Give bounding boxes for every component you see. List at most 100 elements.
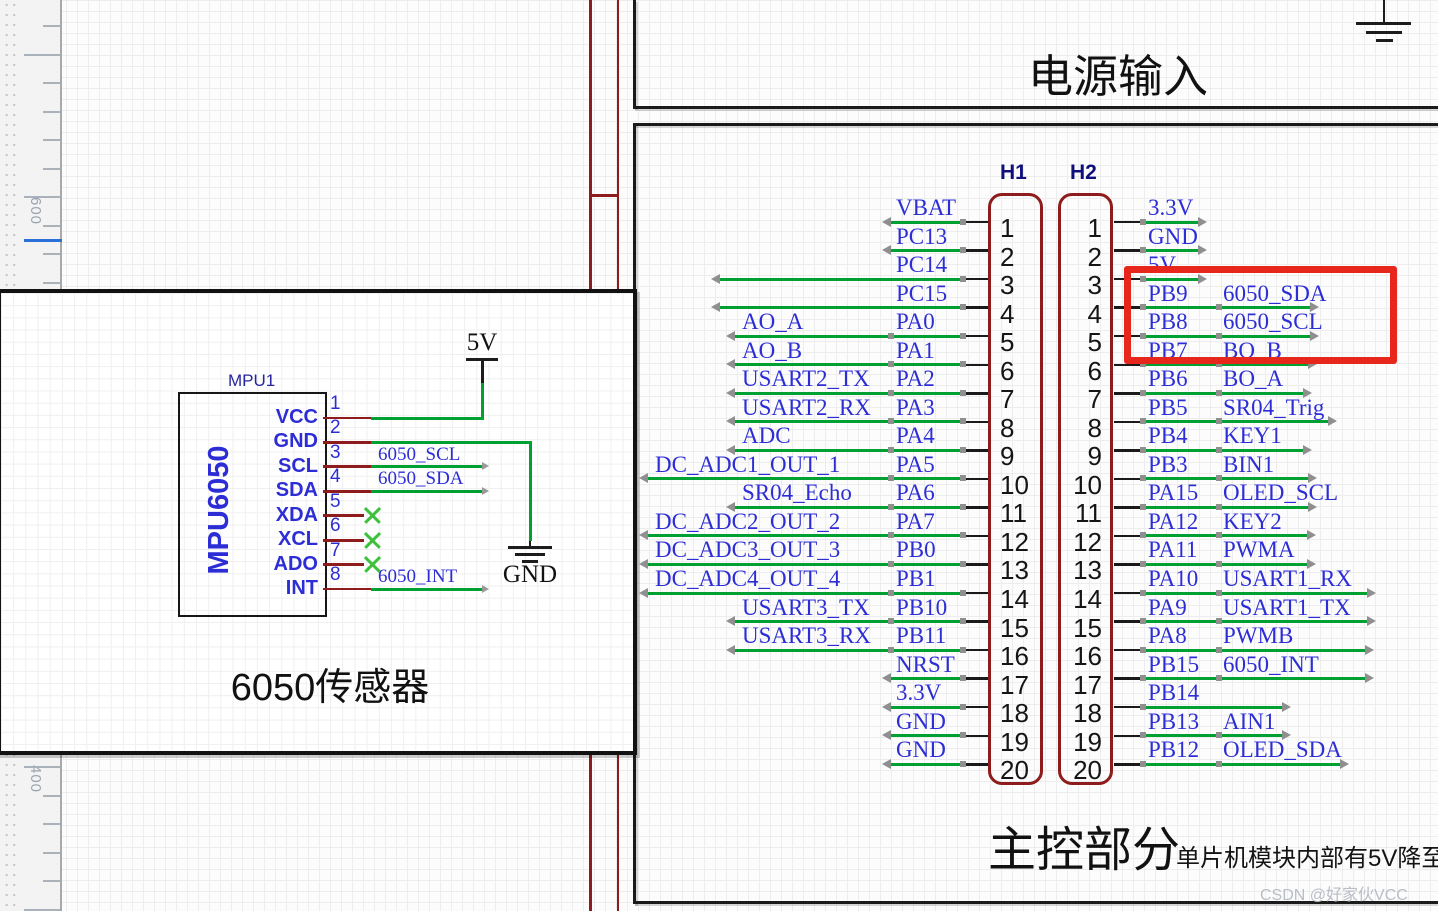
net-wire[interactable] (730, 334, 963, 338)
net-wire[interactable] (371, 587, 485, 591)
net-wire[interactable] (730, 505, 963, 509)
net-label[interactable]: DC_ADC4_OUT_4 (655, 566, 841, 592)
net-label[interactable]: PA6 (896, 480, 935, 506)
net-wire[interactable] (1143, 677, 1370, 681)
net-label[interactable]: PA10 (1148, 566, 1199, 592)
net-wire[interactable] (371, 489, 485, 493)
net-wire[interactable] (730, 391, 963, 395)
net-wire[interactable] (886, 734, 963, 738)
net-wire[interactable] (643, 534, 963, 538)
net-wire[interactable] (1143, 306, 1315, 310)
net-label[interactable]: OLED_SCL (1223, 480, 1338, 506)
net-label[interactable]: PC13 (896, 223, 948, 249)
net-label[interactable]: PWMB (1223, 623, 1294, 649)
net-label[interactable]: GND (896, 708, 946, 734)
net-wire[interactable] (643, 477, 963, 481)
net-label[interactable]: USART2_RX (742, 394, 871, 420)
net-label[interactable]: BO_A (1223, 366, 1284, 392)
net-label[interactable]: PA1 (896, 337, 935, 363)
net-label[interactable]: SR04_Echo (742, 480, 852, 506)
net-wire[interactable] (1143, 249, 1203, 253)
net-label[interactable]: SR04_Trig (1223, 394, 1325, 420)
net-wire[interactable] (1143, 477, 1313, 481)
net-label[interactable]: 6050_INT (378, 566, 458, 587)
net-label[interactable]: PB11 (896, 623, 947, 649)
net-label[interactable]: 6050_SDA (378, 468, 464, 490)
net-wire[interactable] (528, 441, 532, 541)
net-label[interactable]: PA0 (896, 309, 935, 335)
net-wire[interactable] (371, 465, 485, 469)
net-label[interactable]: OLED_SDA (1223, 737, 1342, 763)
net-wire[interactable] (730, 648, 963, 652)
net-wire[interactable] (480, 383, 484, 420)
net-label[interactable]: 6050_SCL (378, 443, 461, 465)
net-label[interactable]: PB6 (1148, 366, 1188, 392)
net-label[interactable]: PA5 (896, 451, 935, 477)
net-label[interactable]: 6050_SDA (1223, 280, 1327, 306)
net-wire[interactable] (1143, 334, 1315, 338)
net-label[interactable]: DC_ADC1_OUT_1 (655, 451, 841, 477)
net-label[interactable]: USART3_TX (742, 594, 870, 620)
net-label[interactable]: USART3_RX (742, 623, 871, 649)
net-wire[interactable] (1143, 534, 1312, 538)
net-wire[interactable] (886, 249, 963, 253)
net-label[interactable]: BIN1 (1223, 451, 1275, 477)
net-label[interactable]: 6050_INT (1223, 651, 1319, 677)
net-label[interactable]: PA8 (1148, 623, 1187, 649)
net-label[interactable]: PB4 (1148, 423, 1188, 449)
net-label[interactable]: USART1_TX (1223, 594, 1351, 620)
net-label[interactable]: PA4 (896, 423, 935, 449)
connector-body-h2[interactable] (1058, 193, 1113, 785)
net-label[interactable]: ADC (742, 423, 791, 449)
net-label[interactable]: USART2_TX (742, 366, 870, 392)
net-label[interactable]: AIN1 (1223, 708, 1276, 734)
net-wire[interactable] (643, 562, 963, 566)
net-label[interactable]: DC_ADC2_OUT_2 (655, 508, 841, 534)
net-label[interactable]: PC14 (896, 252, 948, 278)
net-wire[interactable] (1143, 705, 1287, 709)
net-wire[interactable] (643, 591, 963, 595)
net-wire[interactable] (1143, 448, 1308, 452)
net-wire[interactable] (886, 705, 963, 709)
net-label[interactable]: AO_B (742, 337, 803, 363)
mpu6050-component-body[interactable] (178, 392, 327, 617)
net-wire[interactable] (1143, 620, 1372, 624)
net-wire[interactable] (886, 220, 963, 224)
net-wire[interactable] (1143, 762, 1345, 766)
net-wire[interactable] (1143, 220, 1203, 224)
net-label[interactable]: BO_B (1223, 337, 1282, 363)
net-label[interactable]: PA12 (1148, 508, 1199, 534)
net-label[interactable]: PA2 (896, 366, 935, 392)
net-wire[interactable] (1143, 591, 1372, 595)
connector-body-h1[interactable] (988, 193, 1043, 785)
net-label[interactable]: PA3 (896, 394, 935, 420)
net-wire[interactable] (371, 416, 482, 420)
net-label[interactable]: 3.3V (1148, 195, 1194, 220)
net-wire[interactable] (715, 277, 963, 281)
net-wire[interactable] (1143, 420, 1333, 424)
net-label[interactable]: 6050_SCL (1223, 309, 1323, 335)
net-wire[interactable] (371, 440, 530, 444)
net-wire[interactable] (1143, 505, 1313, 509)
net-label[interactable]: PB13 (1148, 708, 1200, 734)
net-wire[interactable] (730, 620, 963, 624)
net-label[interactable]: PB14 (1148, 680, 1200, 706)
net-label[interactable]: PWMA (1223, 537, 1295, 563)
net-wire[interactable] (1143, 562, 1312, 566)
net-label[interactable]: PC15 (896, 280, 948, 306)
net-label[interactable]: PA7 (896, 508, 935, 534)
net-wire[interactable] (886, 762, 963, 766)
net-wire[interactable] (886, 677, 963, 681)
net-label[interactable]: AO_A (742, 309, 804, 335)
net-wire[interactable] (730, 363, 963, 367)
net-wire[interactable] (1143, 734, 1287, 738)
net-label[interactable]: PB12 (1148, 737, 1200, 763)
net-label[interactable]: KEY1 (1223, 423, 1282, 449)
net-label[interactable]: USART1_RX (1223, 566, 1352, 592)
net-label[interactable]: PB10 (896, 594, 948, 620)
net-label[interactable]: PB1 (896, 566, 936, 592)
net-label[interactable]: PB0 (896, 537, 936, 563)
net-label[interactable]: DC_ADC3_OUT_3 (655, 537, 841, 563)
net-wire[interactable] (730, 420, 963, 424)
